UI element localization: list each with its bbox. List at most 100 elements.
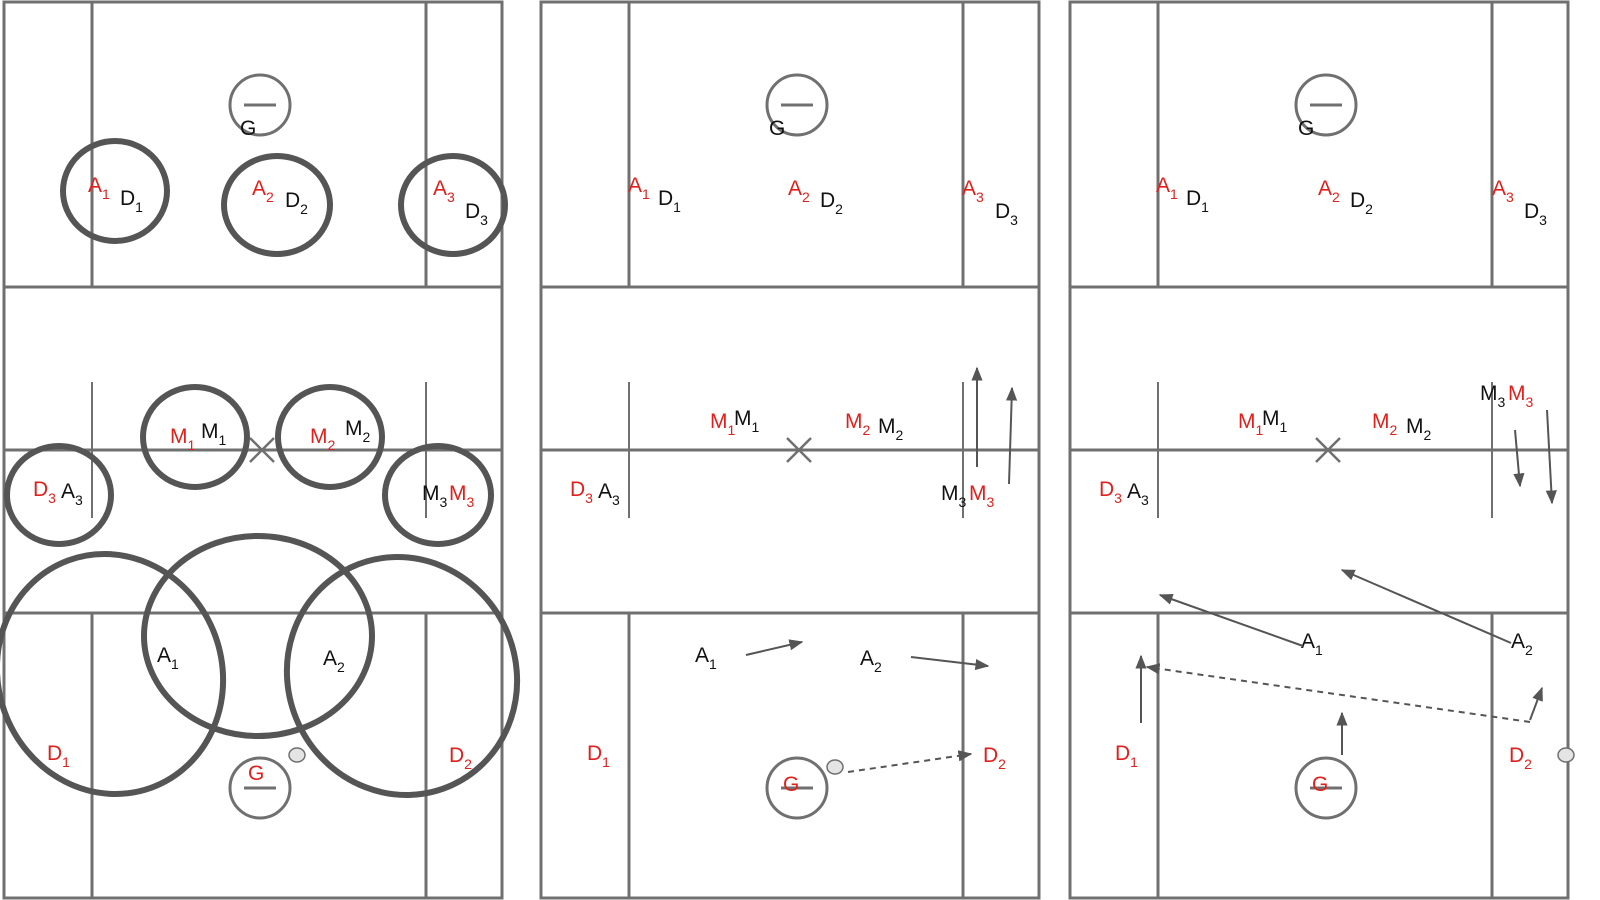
player-a2-black: A2 bbox=[1511, 630, 1533, 658]
player-d2-red: D2 bbox=[983, 744, 1006, 772]
player-subscript: 2 bbox=[464, 756, 472, 772]
goal-crease-top bbox=[765, 73, 829, 137]
player-subscript: 1 bbox=[1130, 754, 1138, 770]
zone-circle bbox=[60, 138, 170, 244]
goal-crease-bottom bbox=[228, 756, 292, 820]
player-subscript: 2 bbox=[337, 659, 345, 675]
player-subscript: 2 bbox=[300, 201, 308, 217]
player-subscript: 3 bbox=[1114, 490, 1122, 506]
zone-circle bbox=[140, 384, 250, 490]
player-g-red: G bbox=[248, 762, 264, 785]
player-subscript: 2 bbox=[896, 427, 904, 443]
player-subscript: 3 bbox=[467, 494, 475, 510]
player-a2-black: A2 bbox=[860, 647, 882, 675]
goal-crease-bottom bbox=[765, 756, 829, 820]
player-subscript: 1 bbox=[102, 186, 110, 202]
player-subscript: 1 bbox=[602, 754, 610, 770]
player-d2-black: D2 bbox=[820, 189, 843, 217]
player-a3-red: A3 bbox=[1492, 177, 1514, 205]
player-m2-black: M2 bbox=[1406, 415, 1432, 443]
move-arrow bbox=[745, 639, 804, 656]
player-subscript: 1 bbox=[1201, 199, 1209, 215]
player-m3-red: M3 bbox=[449, 482, 475, 510]
player-subscript: 1 bbox=[135, 199, 143, 215]
center-x-mark bbox=[786, 437, 812, 463]
player-a2-red: A2 bbox=[252, 177, 274, 205]
player-m2-black: M2 bbox=[878, 415, 904, 443]
player-a1-black: A1 bbox=[157, 644, 179, 672]
move-arrow bbox=[1340, 569, 1512, 644]
player-d1-black: D1 bbox=[120, 187, 143, 215]
player-subscript: 3 bbox=[1526, 394, 1534, 410]
player-subscript: 1 bbox=[1280, 419, 1288, 435]
player-subscript: 3 bbox=[440, 494, 448, 510]
goal-crease-top bbox=[228, 73, 292, 137]
move-arrow bbox=[1513, 429, 1525, 488]
player-g-black: G bbox=[1298, 117, 1314, 140]
player-subscript: 3 bbox=[959, 494, 967, 510]
player-d3-black: D3 bbox=[465, 200, 488, 228]
player-subscript: 3 bbox=[976, 189, 984, 205]
player-subscript: 3 bbox=[447, 189, 455, 205]
player-subscript: 2 bbox=[1524, 756, 1532, 772]
move-arrow bbox=[1529, 686, 1543, 721]
player-subscript: 1 bbox=[188, 437, 196, 453]
player-subscript: 1 bbox=[752, 419, 760, 435]
player-m1-red: M1 bbox=[1238, 410, 1264, 438]
player-subscript: 3 bbox=[585, 490, 593, 506]
move-arrow bbox=[1545, 409, 1557, 505]
player-subscript: 3 bbox=[1539, 212, 1547, 228]
zone-circle bbox=[221, 153, 333, 257]
player-d3-red: D3 bbox=[1099, 478, 1122, 506]
player-subscript: 2 bbox=[266, 189, 274, 205]
zone-circle bbox=[0, 551, 227, 797]
player-subscript: 2 bbox=[1525, 642, 1533, 658]
player-d3-red: D3 bbox=[570, 478, 593, 506]
pass-arrow bbox=[847, 750, 973, 773]
player-m2-red: M2 bbox=[845, 410, 871, 438]
zone-circle bbox=[382, 443, 494, 547]
player-subscript: 3 bbox=[987, 494, 995, 510]
player-subscript: 1 bbox=[1256, 422, 1264, 438]
field-panel-1 bbox=[2, 0, 504, 900]
zone-circle bbox=[398, 153, 508, 257]
player-a3-red: A3 bbox=[433, 177, 455, 205]
player-g-red: G bbox=[1312, 773, 1328, 796]
player-g-black: G bbox=[769, 117, 785, 140]
player-a1-red: A1 bbox=[628, 174, 650, 202]
player-g-black: G bbox=[240, 117, 256, 140]
player-a2-red: A2 bbox=[788, 177, 810, 205]
player-subscript: 1 bbox=[673, 199, 681, 215]
player-subscript: 1 bbox=[728, 422, 736, 438]
player-subscript: 3 bbox=[480, 212, 488, 228]
field-panel-3 bbox=[1068, 0, 1570, 900]
player-a3-black: A3 bbox=[598, 480, 620, 508]
player-subscript: 1 bbox=[171, 656, 179, 672]
player-d2-red: D2 bbox=[449, 744, 472, 772]
player-a1-black: A1 bbox=[1301, 630, 1323, 658]
player-a1-black: A1 bbox=[695, 644, 717, 672]
player-d2-black: D2 bbox=[285, 189, 308, 217]
move-arrow bbox=[1158, 593, 1304, 647]
player-subscript: 2 bbox=[874, 659, 882, 675]
player-m3-red: M3 bbox=[1508, 382, 1534, 410]
player-subscript: 2 bbox=[802, 189, 810, 205]
player-a3-black: A3 bbox=[1127, 480, 1149, 508]
player-subscript: 2 bbox=[1390, 422, 1398, 438]
player-subscript: 2 bbox=[363, 429, 371, 445]
zone-circle bbox=[275, 384, 385, 490]
player-subscript: 1 bbox=[219, 432, 227, 448]
player-a2-black: A2 bbox=[323, 647, 345, 675]
player-d1-red: D1 bbox=[47, 742, 70, 770]
player-subscript: 1 bbox=[642, 186, 650, 202]
player-subscript: 1 bbox=[709, 656, 717, 672]
goal-crease-bottom bbox=[1294, 756, 1358, 820]
player-m1-black: M1 bbox=[1262, 407, 1288, 435]
player-d2-red: D2 bbox=[1509, 744, 1532, 772]
center-x-mark bbox=[1315, 437, 1341, 463]
player-a3-black: A3 bbox=[61, 480, 83, 508]
player-m1-red: M1 bbox=[710, 410, 736, 438]
player-d1-red: D1 bbox=[587, 742, 610, 770]
player-subscript: 1 bbox=[62, 754, 70, 770]
